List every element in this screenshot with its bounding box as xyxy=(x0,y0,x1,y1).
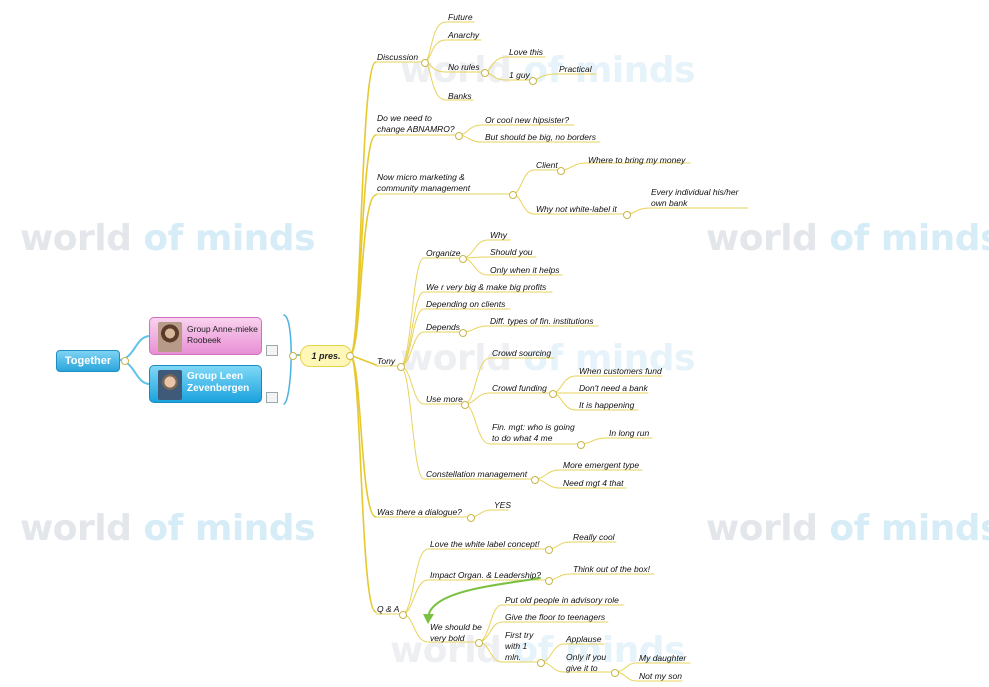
topic-should-you[interactable]: Should you xyxy=(490,247,533,257)
topic-depending[interactable]: Depending on clients xyxy=(426,299,506,309)
topic-now-micro[interactable]: Now micro marketing & community manageme… xyxy=(377,172,471,193)
topic-why[interactable]: Why xyxy=(490,230,507,240)
topic-discussion[interactable]: Discussion xyxy=(377,52,419,62)
topic-give-floor[interactable]: Give the floor to teenagers xyxy=(505,612,606,622)
topic-was-dialogue[interactable]: Was there a dialogue? xyxy=(377,507,462,517)
topic-impact[interactable]: Impact Organ. & Leadership? xyxy=(430,570,542,580)
root-topic-together[interactable]: Together xyxy=(56,350,120,372)
collapse-toggle[interactable] xyxy=(289,352,297,360)
topic-tony[interactable]: Tony xyxy=(377,356,396,366)
topic-crowd-funding[interactable]: Crowd funding xyxy=(492,383,547,393)
topic-when-customers[interactable]: When customers fund xyxy=(579,366,662,376)
watermark: world of minds xyxy=(20,508,315,549)
topic-applause[interactable]: Applause xyxy=(566,634,602,644)
topic-where-to[interactable]: Where to bring my money xyxy=(588,155,686,165)
topic-love-this[interactable]: Love this xyxy=(509,47,544,57)
collapse-toggle[interactable] xyxy=(399,611,407,619)
collapse-toggle[interactable] xyxy=(509,191,517,199)
topic-client[interactable]: Client xyxy=(536,160,558,170)
topic-only-when[interactable]: Only when it helps xyxy=(490,265,560,275)
topic-no-rules[interactable]: No rules xyxy=(448,62,480,72)
topic-first-try[interactable]: First try with 1 mln. xyxy=(505,630,534,662)
central-topic-1-pres[interactable]: 1 pres. xyxy=(300,345,352,367)
collapse-toggle[interactable] xyxy=(455,132,463,140)
topic-we-should[interactable]: We should be very bold xyxy=(430,622,482,643)
collapse-toggle[interactable] xyxy=(346,352,354,360)
topic-banks[interactable]: Banks xyxy=(448,91,472,101)
topic-crowd-sourcing[interactable]: Crowd sourcing xyxy=(492,348,552,358)
topic-fin-mgt[interactable]: Fin. mgt: who is going to do what 4 me xyxy=(492,422,575,443)
topic-really-cool[interactable]: Really cool xyxy=(573,532,615,542)
topic-more-emergent[interactable]: More emergent type xyxy=(563,460,640,470)
topic-we-r-big[interactable]: We r very big & make big profits xyxy=(426,282,547,292)
topic-my-daughter[interactable]: My daughter xyxy=(639,653,687,663)
watermark: world of minds xyxy=(390,630,685,671)
note-icon[interactable] xyxy=(266,392,278,403)
avatar xyxy=(158,370,182,400)
topic-do-we-need[interactable]: Do we need to change ABNAMRO? xyxy=(377,113,455,134)
topic-future[interactable]: Future xyxy=(448,12,473,22)
group-label: Group Leen Zevenbergen xyxy=(187,371,250,394)
topic-qa[interactable]: Q & A xyxy=(377,604,400,614)
watermark: world of minds xyxy=(706,508,989,549)
topic-use-more[interactable]: Use more xyxy=(426,394,463,404)
group-label: Group Anne-mieke Roobeek xyxy=(187,324,258,345)
avatar xyxy=(158,322,182,352)
topic-diff-types[interactable]: Diff. types of fin. institutions xyxy=(490,316,594,326)
topic-depends[interactable]: Depends xyxy=(426,322,461,332)
collapse-toggle[interactable] xyxy=(623,211,631,219)
collapse-toggle[interactable] xyxy=(397,363,405,371)
watermark: world of minds xyxy=(20,218,315,259)
collapse-toggle[interactable] xyxy=(459,329,467,337)
collapse-toggle[interactable] xyxy=(531,476,539,484)
topic-constellation[interactable]: Constellation management xyxy=(426,469,528,479)
collapse-toggle[interactable] xyxy=(481,69,489,77)
collapse-toggle[interactable] xyxy=(545,546,553,554)
collapse-toggle[interactable] xyxy=(577,441,585,449)
collapse-toggle[interactable] xyxy=(467,514,475,522)
topic-only-if[interactable]: Only if you give it to xyxy=(566,652,607,673)
topic-1-guy[interactable]: 1 guy xyxy=(509,70,530,80)
collapse-toggle[interactable] xyxy=(475,639,483,647)
topic-dont-need[interactable]: Don't need a bank xyxy=(579,383,648,393)
topic-in-long-run[interactable]: In long run xyxy=(609,428,650,438)
group-topic-leen[interactable]: Group Leen Zevenbergen xyxy=(149,365,262,403)
topic-but-should[interactable]: But should be big, no borders xyxy=(485,132,597,142)
topic-practical[interactable]: Practical xyxy=(559,64,592,74)
group-topic-anne-mieke[interactable]: Group Anne-mieke Roobeek xyxy=(149,317,262,355)
watermark: world of minds xyxy=(706,218,989,259)
topic-every-individual[interactable]: Every individual his/her own bank xyxy=(651,187,739,208)
topic-think-out[interactable]: Think out of the box! xyxy=(573,564,651,574)
topic-love-white[interactable]: Love the white label concept! xyxy=(430,539,540,549)
collapse-toggle[interactable] xyxy=(421,59,429,67)
collapse-toggle[interactable] xyxy=(611,669,619,677)
topic-put-old[interactable]: Put old people in advisory role xyxy=(505,595,619,605)
collapse-toggle[interactable] xyxy=(557,167,565,175)
topic-why-not[interactable]: Why not white-label it xyxy=(536,204,617,214)
watermark: world of minds xyxy=(400,50,695,91)
collapse-toggle[interactable] xyxy=(537,659,545,667)
topic-organize[interactable]: Organize xyxy=(426,248,461,258)
collapse-toggle[interactable] xyxy=(459,255,467,263)
collapse-toggle[interactable] xyxy=(549,390,557,398)
collapse-toggle[interactable] xyxy=(529,77,537,85)
topic-need-mgt[interactable]: Need mgt 4 that xyxy=(563,478,624,488)
topic-yes[interactable]: YES xyxy=(494,500,512,510)
topic-or-cool[interactable]: Or cool new hipsister? xyxy=(485,115,570,125)
topic-it-is-happening[interactable]: It is happening xyxy=(579,400,635,410)
collapse-toggle[interactable] xyxy=(545,577,553,585)
collapse-toggle[interactable] xyxy=(121,357,129,365)
topic-not-my-son[interactable]: Not my son xyxy=(639,671,682,681)
topic-anarchy[interactable]: Anarchy xyxy=(448,30,480,40)
collapse-toggle[interactable] xyxy=(461,401,469,409)
note-icon[interactable] xyxy=(266,345,278,356)
